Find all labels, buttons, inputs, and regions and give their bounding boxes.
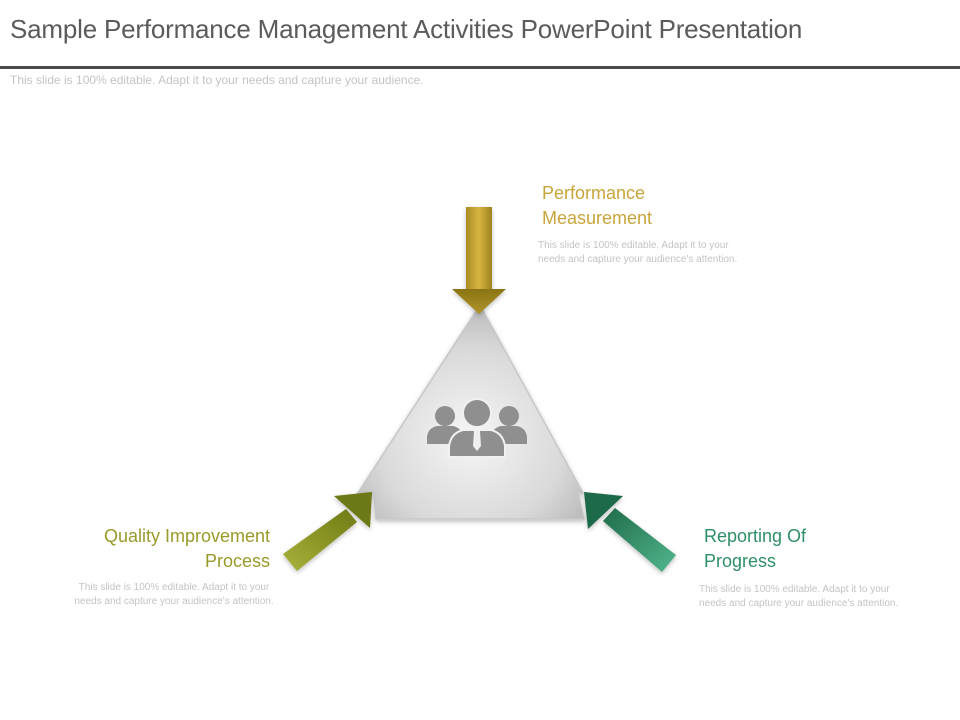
slide-subtitle: This slide is 100% editable. Adapt it to… — [10, 73, 424, 87]
quality-improvement-heading: Quality Improvement Process — [103, 526, 270, 571]
reporting-progress-heading: Reporting Of Progress — [704, 526, 807, 571]
quality-improvement-text: This slide is 100% editable. Adapt it to… — [74, 582, 274, 607]
performance-measurement-heading: Performance Measurement — [542, 183, 653, 228]
team-people-icon — [427, 398, 527, 458]
top-arrow — [452, 207, 506, 314]
slide-title: Sample Performance Management Activities… — [10, 14, 803, 44]
performance-measurement-text: This slide is 100% editable. Adapt it to… — [538, 240, 738, 265]
title-divider — [0, 66, 960, 69]
right-arrow — [584, 492, 676, 572]
reporting-progress-text: This slide is 100% editable. Adapt it to… — [699, 584, 899, 609]
left-arrow — [283, 492, 372, 571]
